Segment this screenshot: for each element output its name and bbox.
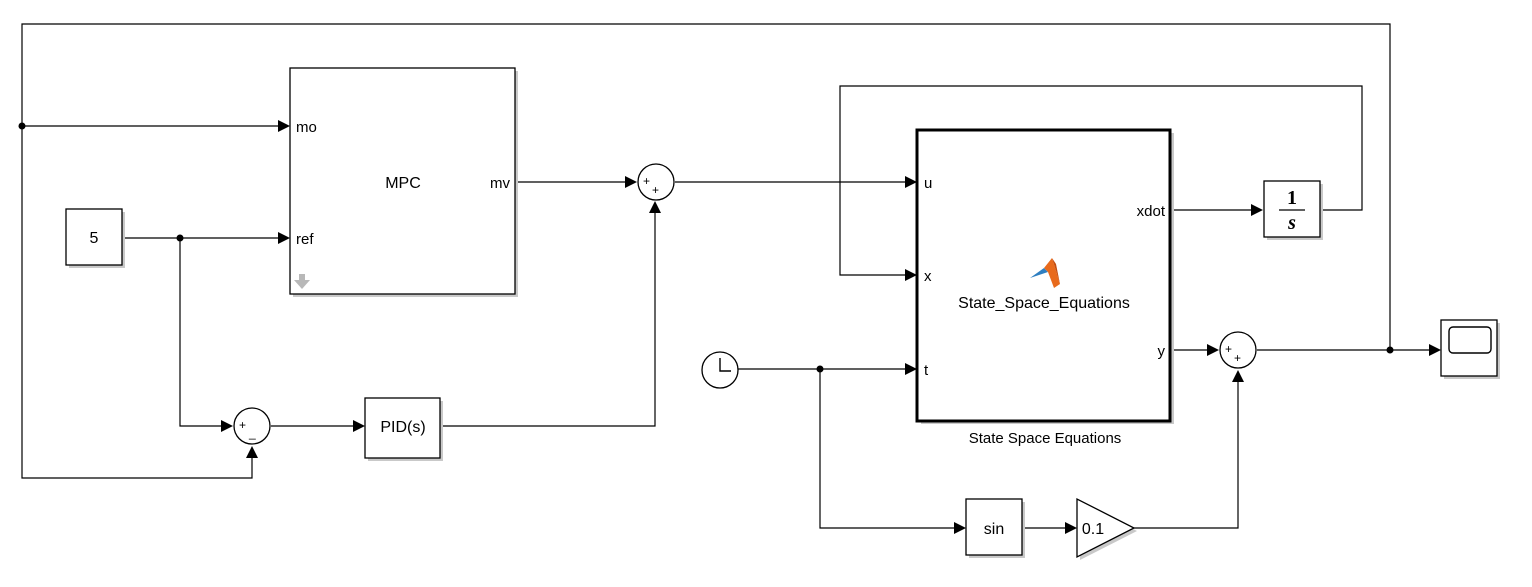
mpc-port-ref: ref [296,231,314,248]
arrow-integrator-in [1251,204,1263,216]
signal-lines [21,23,1430,529]
sum-mpc-pid-sign-1: + [643,174,650,188]
scope-block[interactable] [1440,319,1500,379]
wire-pid-to-sum[interactable] [441,212,656,427]
mpc-port-mv: mv [490,175,510,192]
arrow-ss-x [905,269,917,281]
arrow-ss-t [905,363,917,375]
branch-point-ref [176,234,184,242]
gain-value: 0.1 [1082,521,1104,538]
feedback-line-top[interactable] [21,23,1391,479]
integrator-numerator: 1 [1287,187,1297,209]
pid-label: PID(s) [380,419,425,436]
sum-ref-sign-1: + [239,418,246,432]
branch-points [18,122,1394,373]
branch-point-output [1386,346,1394,354]
arrow-scope-in [1429,344,1441,356]
sum-ref-block[interactable]: + _ [233,407,271,445]
arrow-ss-u [905,176,917,188]
sum-ref-sign-2: _ [248,426,256,440]
ss-port-y: y [1158,343,1166,360]
matlab-function-icon [1030,258,1060,288]
mpc-port-mo: mo [296,119,317,136]
ss-function-name: State_Space_Equations [958,295,1130,312]
integrator-denominator: s [1287,212,1296,234]
constant-block[interactable]: 5 [65,208,125,268]
arrow-sum-out-left [1207,344,1219,356]
arrowheads [221,120,1441,534]
ss-port-xdot: xdot [1137,203,1166,220]
branch-point-clock [816,365,824,373]
sum-mpc-pid-block[interactable]: + + [637,163,675,201]
sum-mpc-pid-sign-2: + [652,183,659,197]
ss-port-t: t [924,362,929,379]
sum-output-sign-1: + [1225,342,1232,356]
wire-integrator-to-x[interactable] [839,85,1363,276]
integrator-block[interactable]: 1 s [1263,180,1323,240]
gain-block[interactable]: 0.1 [1076,497,1137,560]
ss-block-caption: State Space Equations [969,430,1122,447]
arrow-gain-in [1065,522,1077,534]
pid-block[interactable]: PID(s) [364,397,443,461]
wire-ref-to-sum[interactable] [179,238,222,427]
arrow-sum-ref-bottom [246,446,258,458]
constant-value: 5 [90,230,99,247]
ss-port-x: x [924,268,932,285]
sin-block[interactable]: sin [965,498,1025,558]
sum-output-sign-2: + [1234,351,1241,365]
sin-label: sin [984,521,1004,538]
clock-block[interactable] [701,351,739,389]
arrow-sum-mpc-bottom [649,201,661,213]
state-space-block[interactable]: u x t xdot y State_Space_Equations [915,128,1174,424]
arrow-mpc-ref [278,232,290,244]
clock-icon [719,358,731,372]
mpc-block[interactable]: mo ref mv MPC [289,67,518,297]
arrow-pid-in [353,420,365,432]
arrow-sum-out-bottom [1232,370,1244,382]
wire-gain-to-sum[interactable] [1134,381,1239,529]
arrow-sum-ref-left [221,420,233,432]
arrow-sum-mpc-left [625,176,637,188]
arrow-sin-in [954,522,966,534]
mpc-block-name: MPC [385,175,421,192]
wire-clock-to-sin[interactable] [819,369,955,529]
branch-point-mo [18,122,26,130]
scope-icon [1448,326,1492,354]
sum-output-block[interactable]: + + [1219,331,1257,369]
arrow-mpc-mo [278,120,290,132]
ss-port-u: u [924,175,932,192]
mask-arrow-icon [294,274,310,289]
